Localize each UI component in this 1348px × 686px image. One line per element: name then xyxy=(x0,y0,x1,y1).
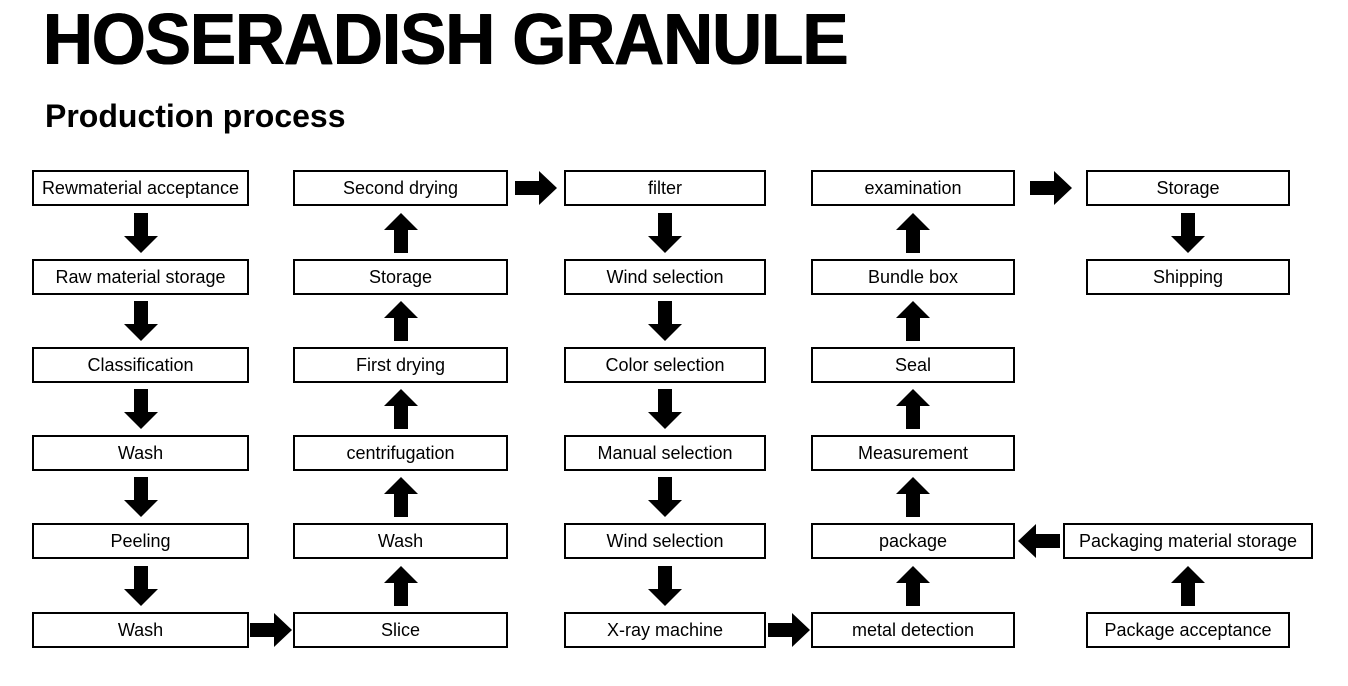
process-box-label: Wind selection xyxy=(606,531,724,551)
process-box: Packaging material storage xyxy=(1063,523,1313,559)
process-box-label: Measurement xyxy=(857,443,969,463)
process-box-label: examination xyxy=(864,178,962,198)
process-box-label: Packaging material storage xyxy=(1078,531,1298,551)
arrow-up-icon xyxy=(383,389,418,429)
process-box: Manual selection xyxy=(564,435,766,471)
arrow-up-icon xyxy=(896,212,930,253)
process-box-label: centrifugation xyxy=(346,443,455,463)
process-box: X-ray machine xyxy=(564,612,766,648)
page-title: HOSERADISH GRANULE xyxy=(43,0,849,80)
arrow-down-icon xyxy=(648,301,682,341)
arrow-down-icon xyxy=(1171,212,1205,253)
process-box-label: package xyxy=(878,531,948,551)
process-box: Raw material storage xyxy=(32,259,249,295)
process-box: examination xyxy=(811,170,1015,206)
process-box-label: filter xyxy=(647,178,682,198)
arrow-down-icon xyxy=(648,212,682,253)
process-box: Wind selection xyxy=(564,259,766,295)
process-box-label: Package acceptance xyxy=(1104,620,1272,640)
arrow-up-icon xyxy=(383,212,418,253)
process-box: Slice xyxy=(293,612,508,648)
process-box: First drying xyxy=(293,347,508,383)
process-box-label: Second drying xyxy=(342,178,459,198)
arrow-right-icon xyxy=(1029,171,1072,205)
process-box: Wash xyxy=(32,612,249,648)
arrow-up-icon xyxy=(896,389,930,429)
arrow-up-icon xyxy=(896,565,930,606)
process-box: Wind selection xyxy=(564,523,766,559)
arrow-up-icon xyxy=(896,477,930,517)
process-box-label: Manual selection xyxy=(597,443,733,463)
process-box-label: Storage xyxy=(1156,178,1220,198)
process-box: Classification xyxy=(32,347,249,383)
arrow-right-icon xyxy=(767,613,810,647)
arrow-down-icon xyxy=(648,389,682,429)
process-box-label: Wash xyxy=(377,531,424,551)
process-box-label: Wind selection xyxy=(606,267,724,287)
process-box: Peeling xyxy=(32,523,249,559)
arrow-up-icon xyxy=(383,565,418,606)
arrow-left-icon xyxy=(1018,524,1060,558)
process-box-label: Rewmaterial acceptance xyxy=(41,178,240,198)
process-box-label: Shipping xyxy=(1152,267,1224,287)
process-box-label: Classification xyxy=(87,355,194,375)
page-subtitle: Production process xyxy=(45,98,346,134)
process-box-label: Peeling xyxy=(110,531,171,551)
process-box-label: Slice xyxy=(380,620,420,640)
arrow-down-icon xyxy=(123,477,158,517)
process-box: Measurement xyxy=(811,435,1015,471)
process-box: Shipping xyxy=(1086,259,1290,295)
process-box: Storage xyxy=(1086,170,1290,206)
arrow-down-icon xyxy=(123,389,158,429)
arrow-down-icon xyxy=(648,477,682,517)
arrow-up-icon xyxy=(1171,565,1205,606)
process-box-label: X-ray machine xyxy=(606,620,724,640)
process-box: Bundle box xyxy=(811,259,1015,295)
arrow-down-icon xyxy=(123,565,158,606)
process-box-label: First drying xyxy=(355,355,445,375)
process-box: Storage xyxy=(293,259,508,295)
process-box-label: Bundle box xyxy=(867,267,959,287)
process-box-label: Raw material storage xyxy=(55,267,226,287)
process-box: Wash xyxy=(293,523,508,559)
arrow-up-icon xyxy=(896,301,930,341)
process-box: Rewmaterial acceptance xyxy=(32,170,249,206)
process-box: filter xyxy=(564,170,766,206)
process-box: Seal xyxy=(811,347,1015,383)
arrow-right-icon xyxy=(250,613,292,647)
arrow-right-icon xyxy=(515,171,557,205)
arrow-up-icon xyxy=(383,477,418,517)
process-box: centrifugation xyxy=(293,435,508,471)
process-box-label: Wash xyxy=(117,443,164,463)
process-box-label: metal detection xyxy=(851,620,975,640)
process-box-label: Storage xyxy=(368,267,433,287)
process-box-label: Wash xyxy=(117,620,164,640)
process-box: Wash xyxy=(32,435,249,471)
arrow-down-icon xyxy=(123,212,158,253)
arrow-down-icon xyxy=(123,301,158,341)
process-box-label: Color selection xyxy=(605,355,725,375)
arrow-down-icon xyxy=(648,565,682,606)
arrow-up-icon xyxy=(383,301,418,341)
process-box: Package acceptance xyxy=(1086,612,1290,648)
process-box: Second drying xyxy=(293,170,508,206)
process-box-label: Seal xyxy=(894,355,932,375)
process-box: Color selection xyxy=(564,347,766,383)
process-box: package xyxy=(811,523,1015,559)
process-box: metal detection xyxy=(811,612,1015,648)
